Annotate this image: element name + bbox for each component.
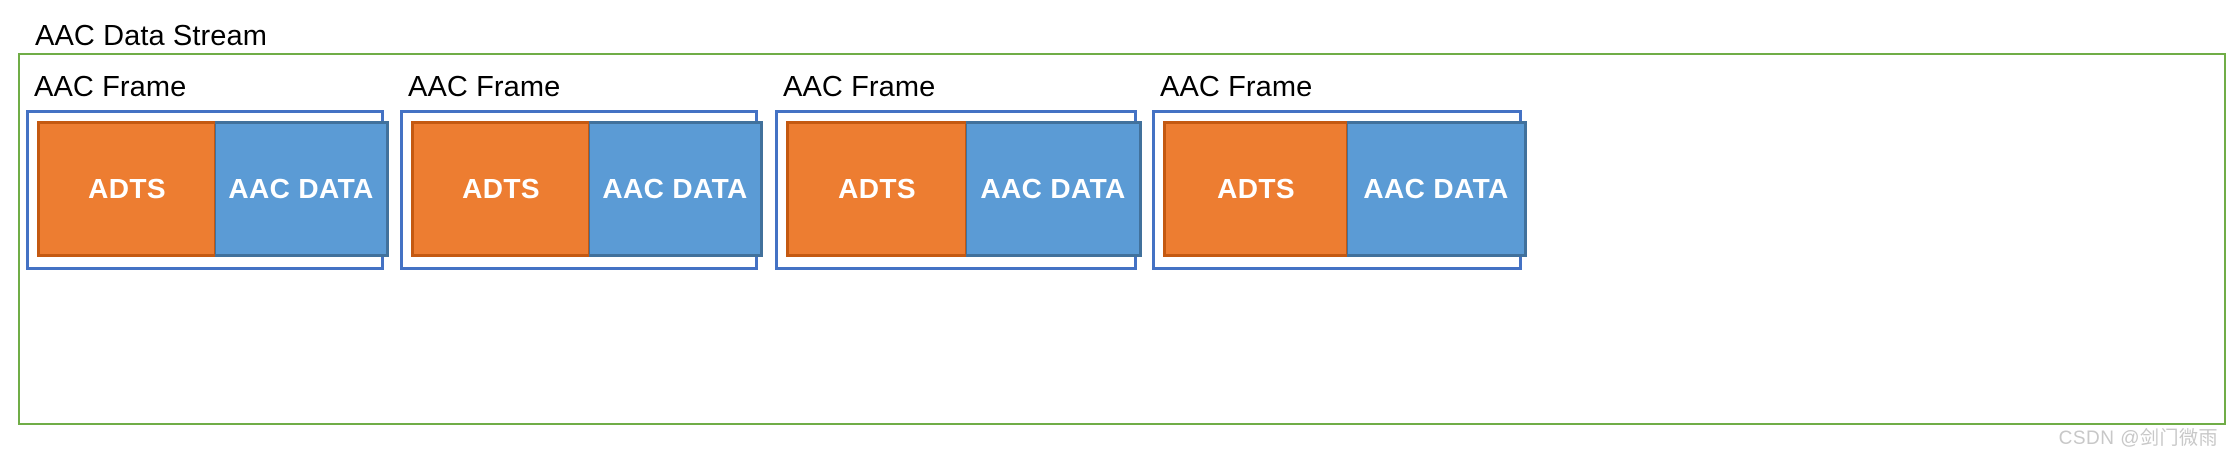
aac-data-block-3: AAC DATA [966,121,1142,257]
page-title: AAC Data Stream [35,20,267,52]
aac-frame-4-label: AAC Frame [1160,71,1313,103]
aac-frame-3: AAC Frame ADTS AAC DATA [775,0,1142,458]
aac-frame-1-box: ADTS AAC DATA [26,110,389,270]
adts-block-2: ADTS [411,121,589,257]
aac-frame-2-label: AAC Frame [408,71,561,103]
aac-frame-3-blocks: ADTS AAC DATA [786,121,1142,257]
aac-data-stream-container [18,53,2226,425]
aac-data-block-1: AAC DATA [215,121,389,257]
aac-frame-1-label: AAC Frame [34,71,187,103]
adts-block-4: ADTS [1163,121,1347,257]
adts-block-3: ADTS [786,121,966,257]
aac-frame-1-blocks: ADTS AAC DATA [37,121,389,257]
aac-frame-3-box: ADTS AAC DATA [775,110,1142,270]
adts-block-1: ADTS [37,121,215,257]
aac-frame-4-blocks: ADTS AAC DATA [1163,121,1527,257]
aac-frame-2: AAC Frame ADTS AAC DATA [400,0,763,458]
aac-frame-2-blocks: ADTS AAC DATA [411,121,763,257]
csdn-watermark: CSDN @剑门微雨 [2058,428,2218,449]
aac-frame-2-box: ADTS AAC DATA [400,110,763,270]
aac-data-block-4: AAC DATA [1347,121,1527,257]
aac-frame-4-box: ADTS AAC DATA [1152,110,1527,270]
aac-frame-1: AAC Frame ADTS AAC DATA [26,0,389,458]
aac-frame-3-label: AAC Frame [783,71,936,103]
aac-data-block-2: AAC DATA [589,121,763,257]
aac-frame-4: AAC Frame ADTS AAC DATA [1152,0,1527,458]
